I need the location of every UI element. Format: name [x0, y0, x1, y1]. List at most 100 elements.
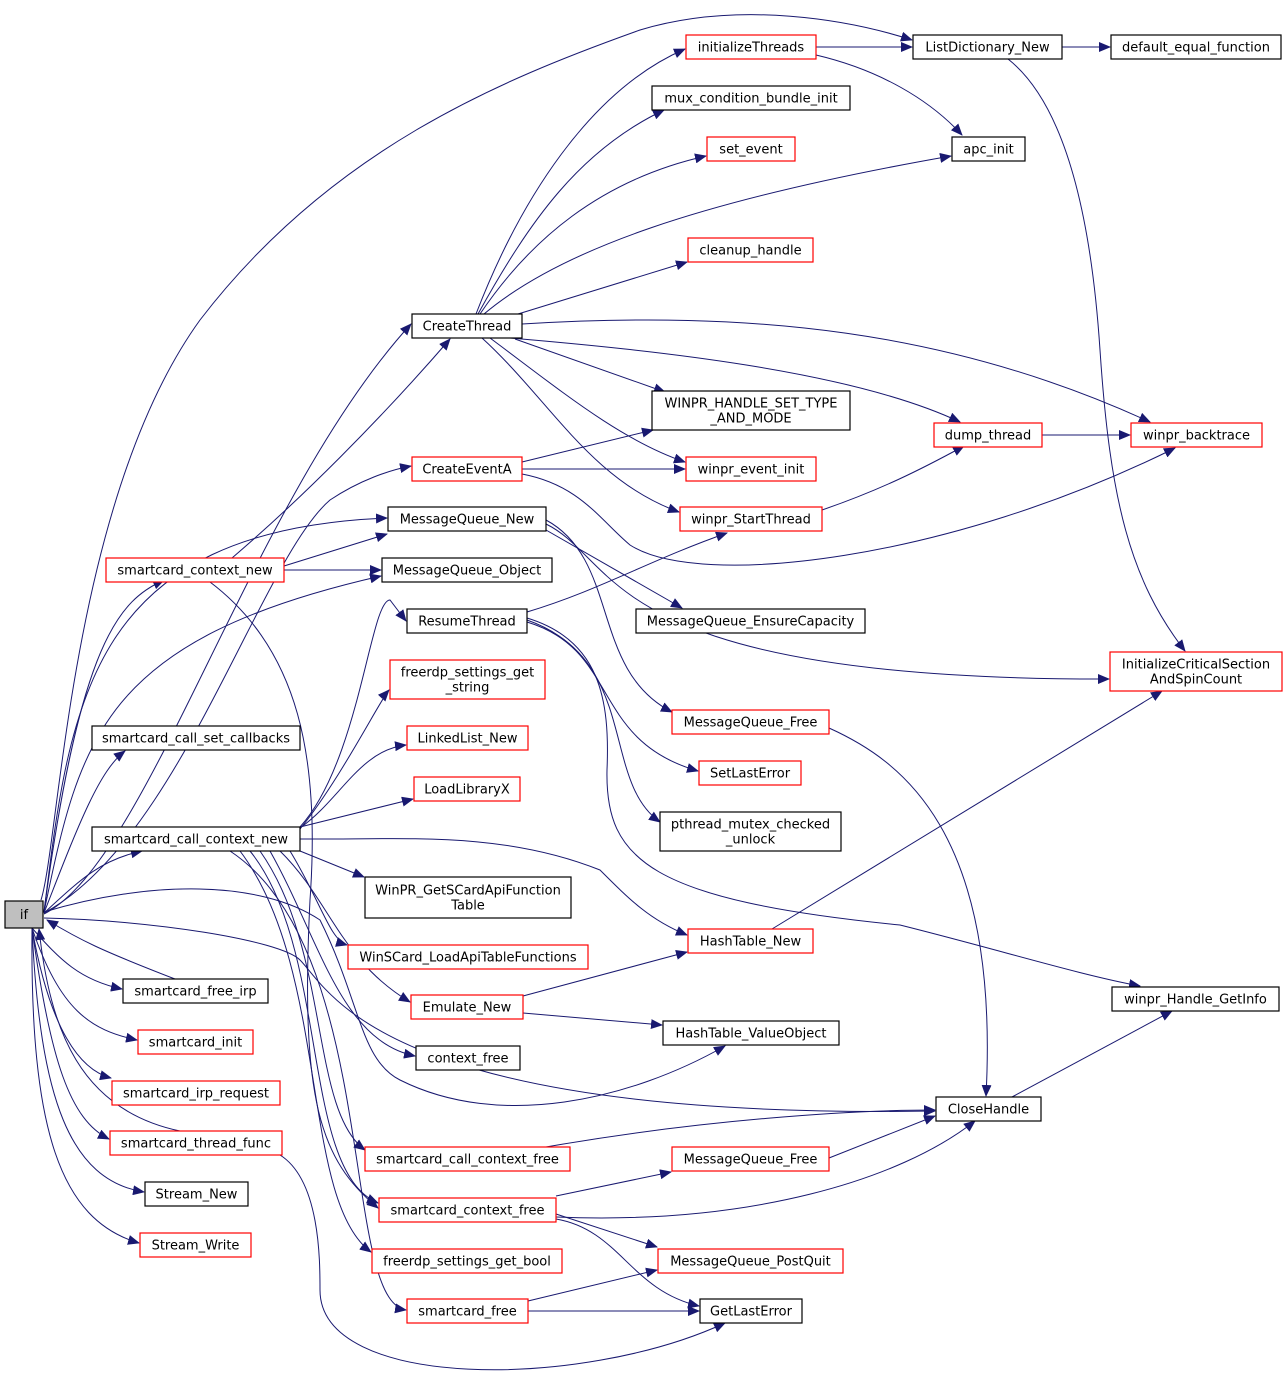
- edge-to-hashtable-valueobject: [43, 888, 726, 1106]
- edge-to-initializecriticalsectionandspincount: [1007, 58, 1186, 652]
- node-label: LoadLibraryX: [424, 783, 510, 798]
- node-smartcard-context-free[interactable]: smartcard_context_free: [378, 1197, 557, 1223]
- node-winpr-backtrace[interactable]: winpr_backtrace: [1130, 422, 1263, 448]
- node-smartcard-context-new[interactable]: smartcard_context_new: [105, 557, 285, 583]
- node-label: smartcard_init: [149, 1036, 242, 1051]
- edge-to-initializecriticalsectionandspincount: [771, 690, 1163, 930]
- node-smartcard-call-context-new[interactable]: smartcard_call_context_new: [91, 826, 301, 852]
- node-box: [912, 34, 1063, 60]
- node-smartcard-thread-func[interactable]: smartcard_thread_func: [109, 1130, 283, 1156]
- node-box: [687, 928, 814, 954]
- node-label: WINPR_HANDLE_SET_TYPE: [665, 397, 838, 412]
- node-messagequeue-free-1[interactable]: MessageQueue_Free: [671, 709, 830, 735]
- node-smartcard-init[interactable]: smartcard_init: [137, 1029, 254, 1055]
- node-smartcard-free[interactable]: smartcard_free: [406, 1298, 529, 1324]
- node-messagequeue-new[interactable]: MessageQueue_New: [387, 506, 547, 532]
- edge-to-stream-new: [31, 927, 145, 1196]
- node-listdictionary-new[interactable]: ListDictionary_New: [912, 34, 1063, 60]
- node-label: MessageQueue_PostQuit: [670, 1255, 831, 1270]
- node-apc-init[interactable]: apc_init: [951, 136, 1026, 162]
- node-smartcard-call-context-free[interactable]: smartcard_call_context_free: [364, 1146, 571, 1172]
- edge-to-winpr-handle-getinfo: [1011, 1010, 1173, 1098]
- node-smartcard-free-irp[interactable]: smartcard_free_irp: [122, 978, 269, 1004]
- node-messagequeue-postquit[interactable]: MessageQueue_PostQuit: [657, 1248, 844, 1274]
- node-label: _unlock: [725, 833, 776, 848]
- edge-to-closehandle: [43, 917, 936, 1117]
- node-context-free[interactable]: context_free: [415, 1045, 521, 1071]
- node-label: smartcard_call_set_callbacks: [102, 732, 290, 747]
- node-cleanup-handle[interactable]: cleanup_handle: [687, 237, 814, 263]
- node-linkedlist-new[interactable]: LinkedList_New: [406, 725, 529, 751]
- node-loadlibraryx[interactable]: LoadLibraryX: [413, 776, 521, 802]
- node-resumethread[interactable]: ResumeThread: [406, 608, 528, 634]
- edge-to-messagequeue-free-2: [555, 1169, 672, 1197]
- node-winpr-startthread[interactable]: winpr_StartThread: [679, 506, 823, 532]
- node-emulate-new[interactable]: Emulate_New: [410, 994, 524, 1020]
- node-label: ListDictionary_New: [925, 41, 1050, 56]
- node-messagequeue-free-2[interactable]: MessageQueue_Free: [671, 1146, 830, 1172]
- node-closehandle[interactable]: CloseHandle: [935, 1096, 1042, 1122]
- node-box: [139, 1232, 252, 1258]
- node-box: [1109, 651, 1283, 692]
- node-label: winpr_event_init: [698, 463, 805, 478]
- node-dump-thread[interactable]: dump_thread: [933, 422, 1043, 448]
- node-winpr-event-init[interactable]: winpr_event_init: [685, 456, 817, 482]
- node-label: WinSCard_LoadApiTableFunctions: [359, 951, 576, 966]
- edge-to-freerdp-settings-get-string: [299, 689, 390, 830]
- node-createthread[interactable]: CreateThread: [411, 313, 523, 339]
- edge-to-winpr-handle-getinfo: [526, 617, 1141, 989]
- node-label: _AND_MODE: [709, 412, 791, 427]
- node-set-event[interactable]: set_event: [706, 136, 796, 162]
- node-if[interactable]: if: [4, 900, 44, 929]
- edge-to-stream-write: [31, 927, 140, 1245]
- node-label: GetLastError: [710, 1305, 793, 1320]
- node-createeventa[interactable]: CreateEventA: [411, 456, 523, 482]
- edge-to-messagequeue-ensurecapacity: [545, 529, 683, 609]
- node-freerdp-settings-get-string[interactable]: freerdp_settings_get_string: [389, 659, 546, 700]
- edge-to-initializethreads: [475, 48, 686, 315]
- node-winpr-handle-getinfo[interactable]: winpr_Handle_GetInfo: [1111, 986, 1280, 1012]
- node-initializethreads[interactable]: initializeThreads: [685, 34, 817, 60]
- node-freerdp-settings-get-bool[interactable]: freerdp_settings_get_bool: [371, 1248, 563, 1274]
- node-smartcard-irp-request[interactable]: smartcard_irp_request: [111, 1080, 281, 1106]
- node-label: pthread_mutex_checked: [671, 818, 830, 833]
- node-getlasterror[interactable]: GetLastError: [699, 1298, 803, 1324]
- node-winscard-loadapitablefunctions[interactable]: WinSCard_LoadApiTableFunctions: [347, 944, 589, 970]
- node-label: Stream_Write: [152, 1239, 240, 1254]
- node-hashtable-new[interactable]: HashTable_New: [687, 928, 814, 954]
- edge-to-getlasterror: [279, 1154, 726, 1371]
- node-stream-new[interactable]: Stream_New: [144, 1181, 249, 1207]
- node-box: [1110, 34, 1282, 60]
- node-label: smartcard_context_new: [117, 564, 273, 579]
- node-box: [364, 1146, 571, 1172]
- node-mux-condition-bundle-init[interactable]: mux_condition_bundle_init: [651, 85, 851, 111]
- node-label: winpr_backtrace: [1143, 429, 1250, 444]
- node-label: Stream_New: [156, 1188, 238, 1203]
- node-hashtable-valueobject[interactable]: HashTable_ValueObject: [662, 1020, 840, 1046]
- node-messagequeue-ensurecapacity[interactable]: MessageQueue_EnsureCapacity: [635, 608, 866, 634]
- node-box: [371, 1248, 563, 1274]
- node-label: MessageQueue_Free: [684, 716, 818, 731]
- node-label: smartcard_thread_func: [121, 1137, 271, 1152]
- node-box: [659, 811, 842, 852]
- node-winpr-handle-set-type-and-mode[interactable]: WINPR_HANDLE_SET_TYPE_AND_MODE: [651, 390, 851, 431]
- node-box: [635, 608, 866, 634]
- edge-to-smartcard-call-context-new: [43, 848, 143, 914]
- node-stream-write[interactable]: Stream_Write: [139, 1232, 252, 1258]
- edge-to-smartcard-call-context-free: [259, 850, 366, 1151]
- node-pthread-mutex-checked-unlock[interactable]: pthread_mutex_checked_unlock: [659, 811, 842, 852]
- edge-to-winpr-event-init: [489, 337, 686, 464]
- node-box: [4, 900, 44, 929]
- node-label: _string: [445, 681, 490, 696]
- edge-to-if: [35, 928, 181, 1132]
- node-default-equal-function[interactable]: default_equal_function: [1110, 34, 1282, 60]
- edge-to-freerdp-settings-get-bool: [239, 850, 372, 1253]
- node-label: Emulate_New: [423, 1001, 512, 1016]
- node-setlasterror[interactable]: SetLastError: [698, 760, 802, 786]
- node-smartcard-call-set-callbacks[interactable]: smartcard_call_set_callbacks: [91, 725, 301, 751]
- node-box: [411, 456, 523, 482]
- node-box: [364, 876, 572, 919]
- node-messagequeue-object[interactable]: MessageQueue_Object: [381, 557, 553, 583]
